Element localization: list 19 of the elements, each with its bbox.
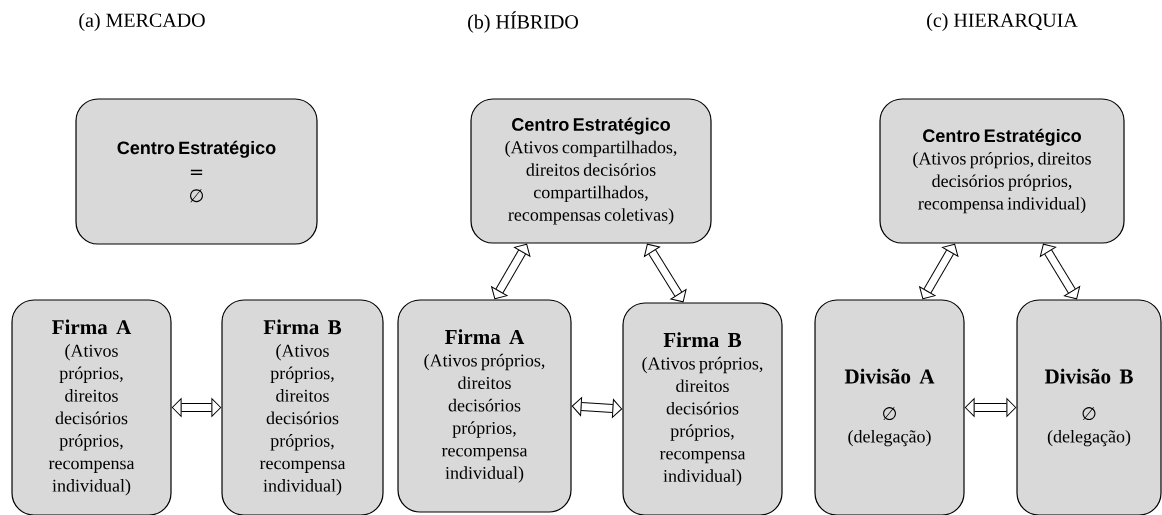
rounded-box: Firma B (Ativos próprios, direitos decisórios próprios, recompensa individual) <box>622 302 783 515</box>
rounded-box: Divisão B ∅ (delegação) <box>1016 299 1162 515</box>
double-arrow <box>919 243 959 300</box>
rounded-box: Firma A (Ativos próprios, direitos decisórios próprios, recompensa individual) <box>11 299 172 515</box>
panel-title: (c) HIERARQUIA <box>927 12 1078 32</box>
double-arrow <box>1039 243 1081 300</box>
panel-title: (a) MERCADO <box>79 12 205 32</box>
rounded-box: Centro Estratégico = ∅ <box>75 98 318 245</box>
rounded-box: Centro Estratégico (Ativos próprios, direitos decisórios próprios, recompensa individual) <box>879 98 1125 244</box>
double-arrow <box>571 397 623 418</box>
double-arrow <box>491 243 531 300</box>
rounded-box: Centro Estratégico (Ativos compartilhados, direitos decisórios compartilhados, recompensas coletivas) <box>470 98 712 244</box>
rounded-box: Firma A (Ativos próprios, direitos decisórios próprios, recompensa individual) <box>397 299 572 513</box>
double-arrow <box>643 243 687 303</box>
double-arrow <box>171 398 222 417</box>
rounded-box: Divisão A ∅ (delegação) <box>814 299 965 515</box>
rounded-box: Firma B (Ativos próprios, direitos decisórios próprios, recompensa individual) <box>221 299 384 515</box>
double-arrow <box>964 398 1017 417</box>
panel-title: (b) HÍBRIDO <box>468 11 578 33</box>
